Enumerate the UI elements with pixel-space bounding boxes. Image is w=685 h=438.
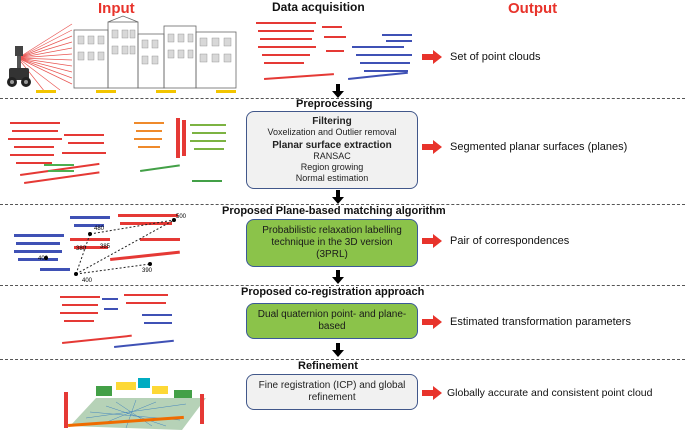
coregistration-line: based bbox=[318, 321, 346, 332]
red-arrow-icon bbox=[422, 140, 442, 154]
graph-node-label: 400 bbox=[82, 278, 93, 284]
data-acquisition-header: Data acquisition bbox=[272, 0, 365, 14]
matching-line: Probabilistic relaxation labelling bbox=[262, 225, 402, 236]
red-arrow-icon bbox=[422, 315, 442, 329]
planar-item: Region growing bbox=[300, 162, 364, 172]
red-arrow-icon bbox=[422, 234, 442, 248]
down-arrow-icon bbox=[332, 190, 344, 204]
separator bbox=[0, 98, 685, 99]
input-header: Input bbox=[98, 0, 135, 17]
graph-node-label: 400 bbox=[38, 256, 49, 262]
lidar-scanner-icon bbox=[7, 46, 31, 87]
point-cloud-icon bbox=[256, 22, 412, 80]
point-cloud-icon bbox=[64, 378, 206, 430]
preprocessing-output: Segmented planar surfaces (planes) bbox=[450, 141, 628, 153]
output-header: Output bbox=[508, 0, 558, 17]
separator bbox=[0, 359, 685, 360]
graph-node-label: 380 bbox=[76, 246, 87, 252]
refinement-title: Refinement bbox=[298, 360, 358, 372]
matching-box: Probabilistic relaxation labelling techn… bbox=[246, 219, 418, 267]
filtering-title: Filtering bbox=[312, 116, 352, 127]
refinement-output: Globally accurate and consistent point c… bbox=[447, 387, 653, 399]
matching-title: Proposed Plane-based matching algorithm bbox=[222, 205, 446, 217]
separator bbox=[0, 285, 685, 286]
preprocessing-title: Preprocessing bbox=[296, 98, 373, 110]
planar-item: Normal estimation bbox=[295, 173, 369, 183]
matching-output: Pair of correspondences bbox=[450, 235, 570, 247]
matching-line: technique in the 3D version bbox=[271, 237, 393, 248]
red-arrow-icon bbox=[422, 50, 442, 64]
filtering-item: Voxelization and Outlier removal bbox=[267, 127, 397, 137]
acquisition-output: Set of point clouds bbox=[450, 51, 541, 63]
coregistration-title: Proposed co-registration approach bbox=[241, 286, 425, 298]
graph-node-label: 385 bbox=[100, 244, 111, 250]
red-arrow-icon bbox=[422, 386, 442, 400]
planar-extraction-title: Planar surface extraction bbox=[272, 140, 392, 151]
preprocessing-box: Filtering Voxelization and Outlier remov… bbox=[246, 111, 418, 189]
coregistration-output: Estimated transformation parameters bbox=[450, 316, 631, 328]
point-cloud-icon bbox=[134, 118, 226, 182]
down-arrow-icon bbox=[332, 270, 344, 284]
point-cloud-icon bbox=[8, 122, 106, 184]
separator bbox=[0, 204, 685, 205]
planar-item: RANSAC bbox=[313, 151, 351, 161]
graph-node-label: 500 bbox=[176, 214, 187, 220]
graph-node-label: 390 bbox=[142, 268, 153, 274]
down-arrow-icon bbox=[332, 84, 344, 98]
refinement-line: Fine registration (ICP) and global bbox=[258, 380, 406, 391]
street-facade-icon bbox=[17, 15, 237, 93]
coregistration-box: Dual quaternion point- and plane- based bbox=[246, 303, 418, 339]
refinement-line: refinement bbox=[308, 392, 356, 403]
down-arrow-icon bbox=[332, 343, 344, 357]
refinement-box: Fine registration (ICP) and global refin… bbox=[246, 374, 418, 410]
graph-node-label: 480 bbox=[94, 226, 105, 232]
coregistration-line: Dual quaternion point- and plane- bbox=[257, 309, 407, 320]
point-cloud-icon bbox=[60, 294, 174, 348]
matching-line: (3PRL) bbox=[316, 249, 348, 260]
point-cloud-icon: 500 480 390 400 385 380 400 bbox=[14, 214, 187, 284]
